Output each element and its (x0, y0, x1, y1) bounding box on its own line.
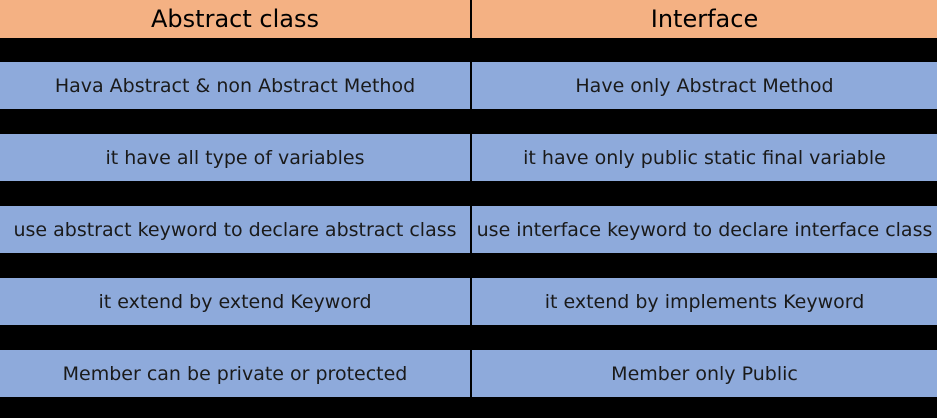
abstract-class-cell: Hava Abstract & non Abstract Method (0, 62, 472, 109)
table-row: Member can be private or protected Membe… (0, 350, 937, 397)
abstract-class-cell: Member can be private or protected (0, 350, 472, 397)
table-row: use abstract keyword to declare abstract… (0, 206, 937, 253)
table-row: it extend by extend Keyword it extend by… (0, 278, 937, 325)
interface-cell: it have only public static final variabl… (523, 146, 886, 169)
table-row: it have all type of variables it have on… (0, 134, 937, 181)
abstract-class-cell: it have all type of variables (0, 134, 472, 181)
abstract-class-cell: use abstract keyword to declare abstract… (0, 206, 472, 253)
table-header: Abstract class Interface (0, 0, 937, 38)
abstract-class-cell: it extend by extend Keyword (0, 278, 472, 325)
interface-cell: Member only Public (611, 362, 798, 385)
header-abstract-class: Abstract class (0, 0, 472, 38)
header-interface: Interface (650, 5, 759, 33)
interface-cell: it extend by implements Keyword (544, 290, 865, 313)
interface-cell: Have only Abstract Method (575, 74, 834, 97)
table-row: Hava Abstract & non Abstract Method Have… (0, 62, 937, 109)
interface-cell: use interface keyword to declare interfa… (476, 218, 933, 241)
